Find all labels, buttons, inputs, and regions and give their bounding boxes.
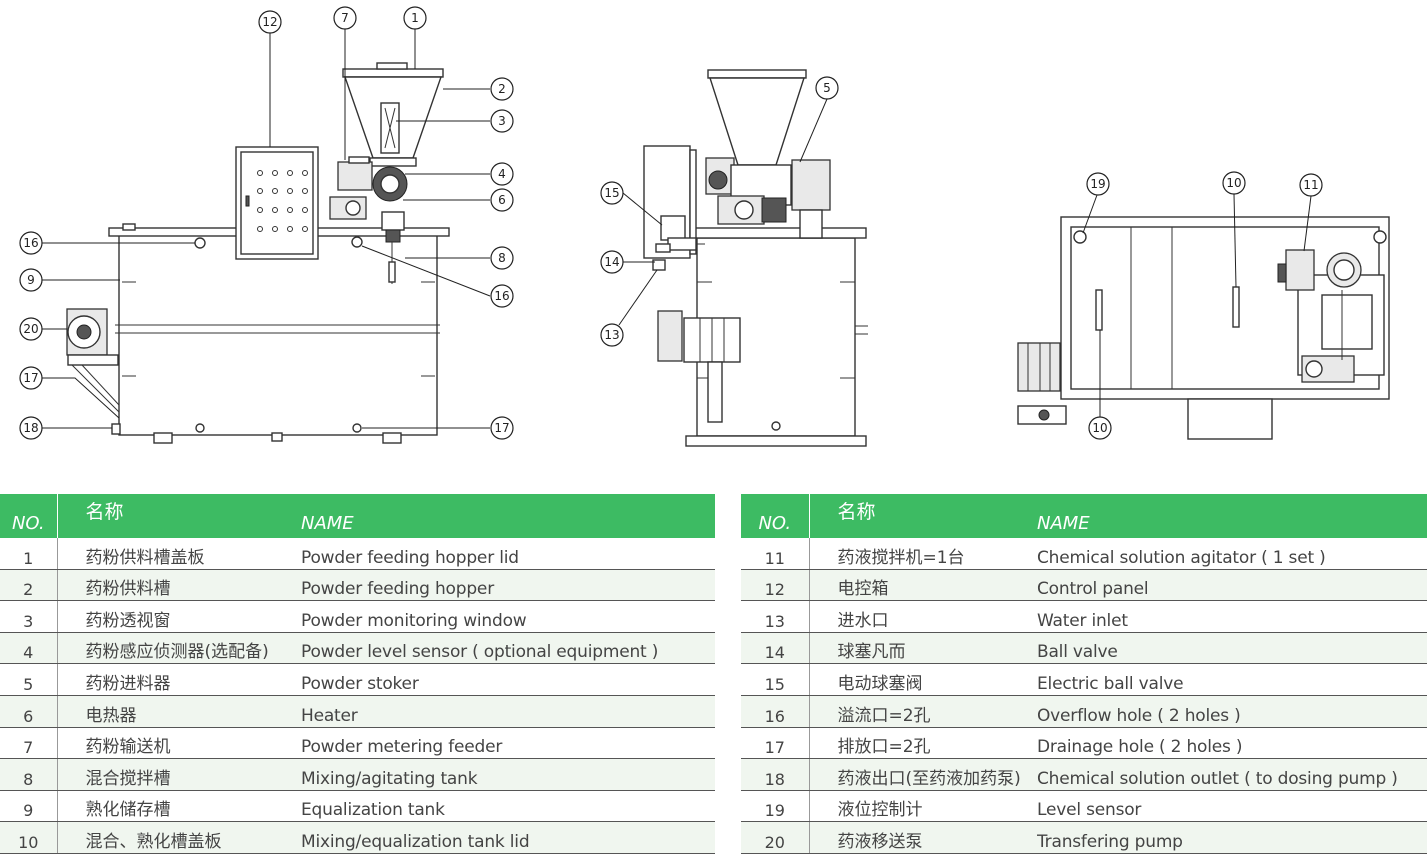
front-view (66, 62, 450, 444)
svg-text:18: 18 (23, 421, 38, 435)
callout-5: 5 (815, 76, 839, 100)
svg-text:5: 5 (823, 81, 831, 95)
callout-15: 15 (600, 181, 624, 205)
svg-text:17: 17 (494, 421, 509, 435)
callout-4: 4 (490, 162, 514, 186)
svg-text:20: 20 (23, 322, 38, 336)
callout-16-right: 16 (490, 284, 514, 308)
svg-text:10: 10 (1092, 421, 1107, 435)
top-view (1017, 216, 1390, 440)
callout-10-top: 10 (1222, 171, 1246, 195)
svg-text:12: 12 (262, 15, 277, 29)
callout-14: 14 (600, 250, 624, 274)
svg-text:2: 2 (498, 82, 506, 96)
callout-3: 3 (490, 109, 514, 133)
equipment-diagram: 1 2 3 4 5 6 7 8 9 10 10 11 12 13 14 15 1… (19, 6, 1390, 447)
svg-text:9: 9 (27, 273, 35, 287)
svg-text:11: 11 (1303, 178, 1318, 192)
callout-17-right: 17 (490, 416, 514, 440)
header-cn: 名称 (809, 494, 1037, 538)
table-header: NO. 名称 NAME (741, 494, 1427, 538)
callout-1: 1 (403, 6, 427, 30)
svg-text:14: 14 (604, 255, 619, 269)
table-header: NO. 名称 NAME (0, 494, 715, 538)
callout-20: 20 (19, 317, 43, 341)
callout-7: 7 (333, 6, 357, 30)
callout-19: 19 (1086, 172, 1110, 196)
callout-9: 9 (19, 268, 43, 292)
svg-text:10: 10 (1226, 176, 1241, 190)
svg-text:19: 19 (1090, 177, 1105, 191)
header-no: NO. (0, 494, 58, 538)
callout-10-bottom: 10 (1088, 416, 1112, 440)
callout-18: 18 (19, 416, 43, 440)
header-cn: 名称 (57, 494, 301, 538)
callout-13: 13 (600, 323, 624, 347)
svg-text:13: 13 (604, 328, 619, 342)
svg-text:15: 15 (604, 186, 619, 200)
leader-lines (42, 29, 1312, 429)
svg-text:6: 6 (498, 193, 506, 207)
header-en: NAME (301, 494, 715, 538)
svg-text:17: 17 (23, 371, 38, 385)
callout-8: 8 (490, 246, 514, 270)
svg-text:7: 7 (341, 11, 349, 25)
side-view (643, 69, 868, 447)
svg-text:4: 4 (498, 167, 506, 181)
header-en: NAME (1037, 494, 1427, 538)
callout-6: 6 (490, 188, 514, 212)
callout-11: 11 (1299, 173, 1323, 197)
svg-text:3: 3 (498, 114, 506, 128)
header-no: NO. (741, 494, 810, 538)
svg-text:8: 8 (498, 251, 506, 265)
callout-12: 12 (258, 10, 282, 34)
callout-16-left: 16 (19, 231, 43, 255)
callout-17-left: 17 (19, 366, 43, 390)
callout-2: 2 (490, 77, 514, 101)
svg-text:16: 16 (23, 236, 38, 250)
svg-text:16: 16 (494, 289, 509, 303)
svg-text:1: 1 (411, 11, 419, 25)
